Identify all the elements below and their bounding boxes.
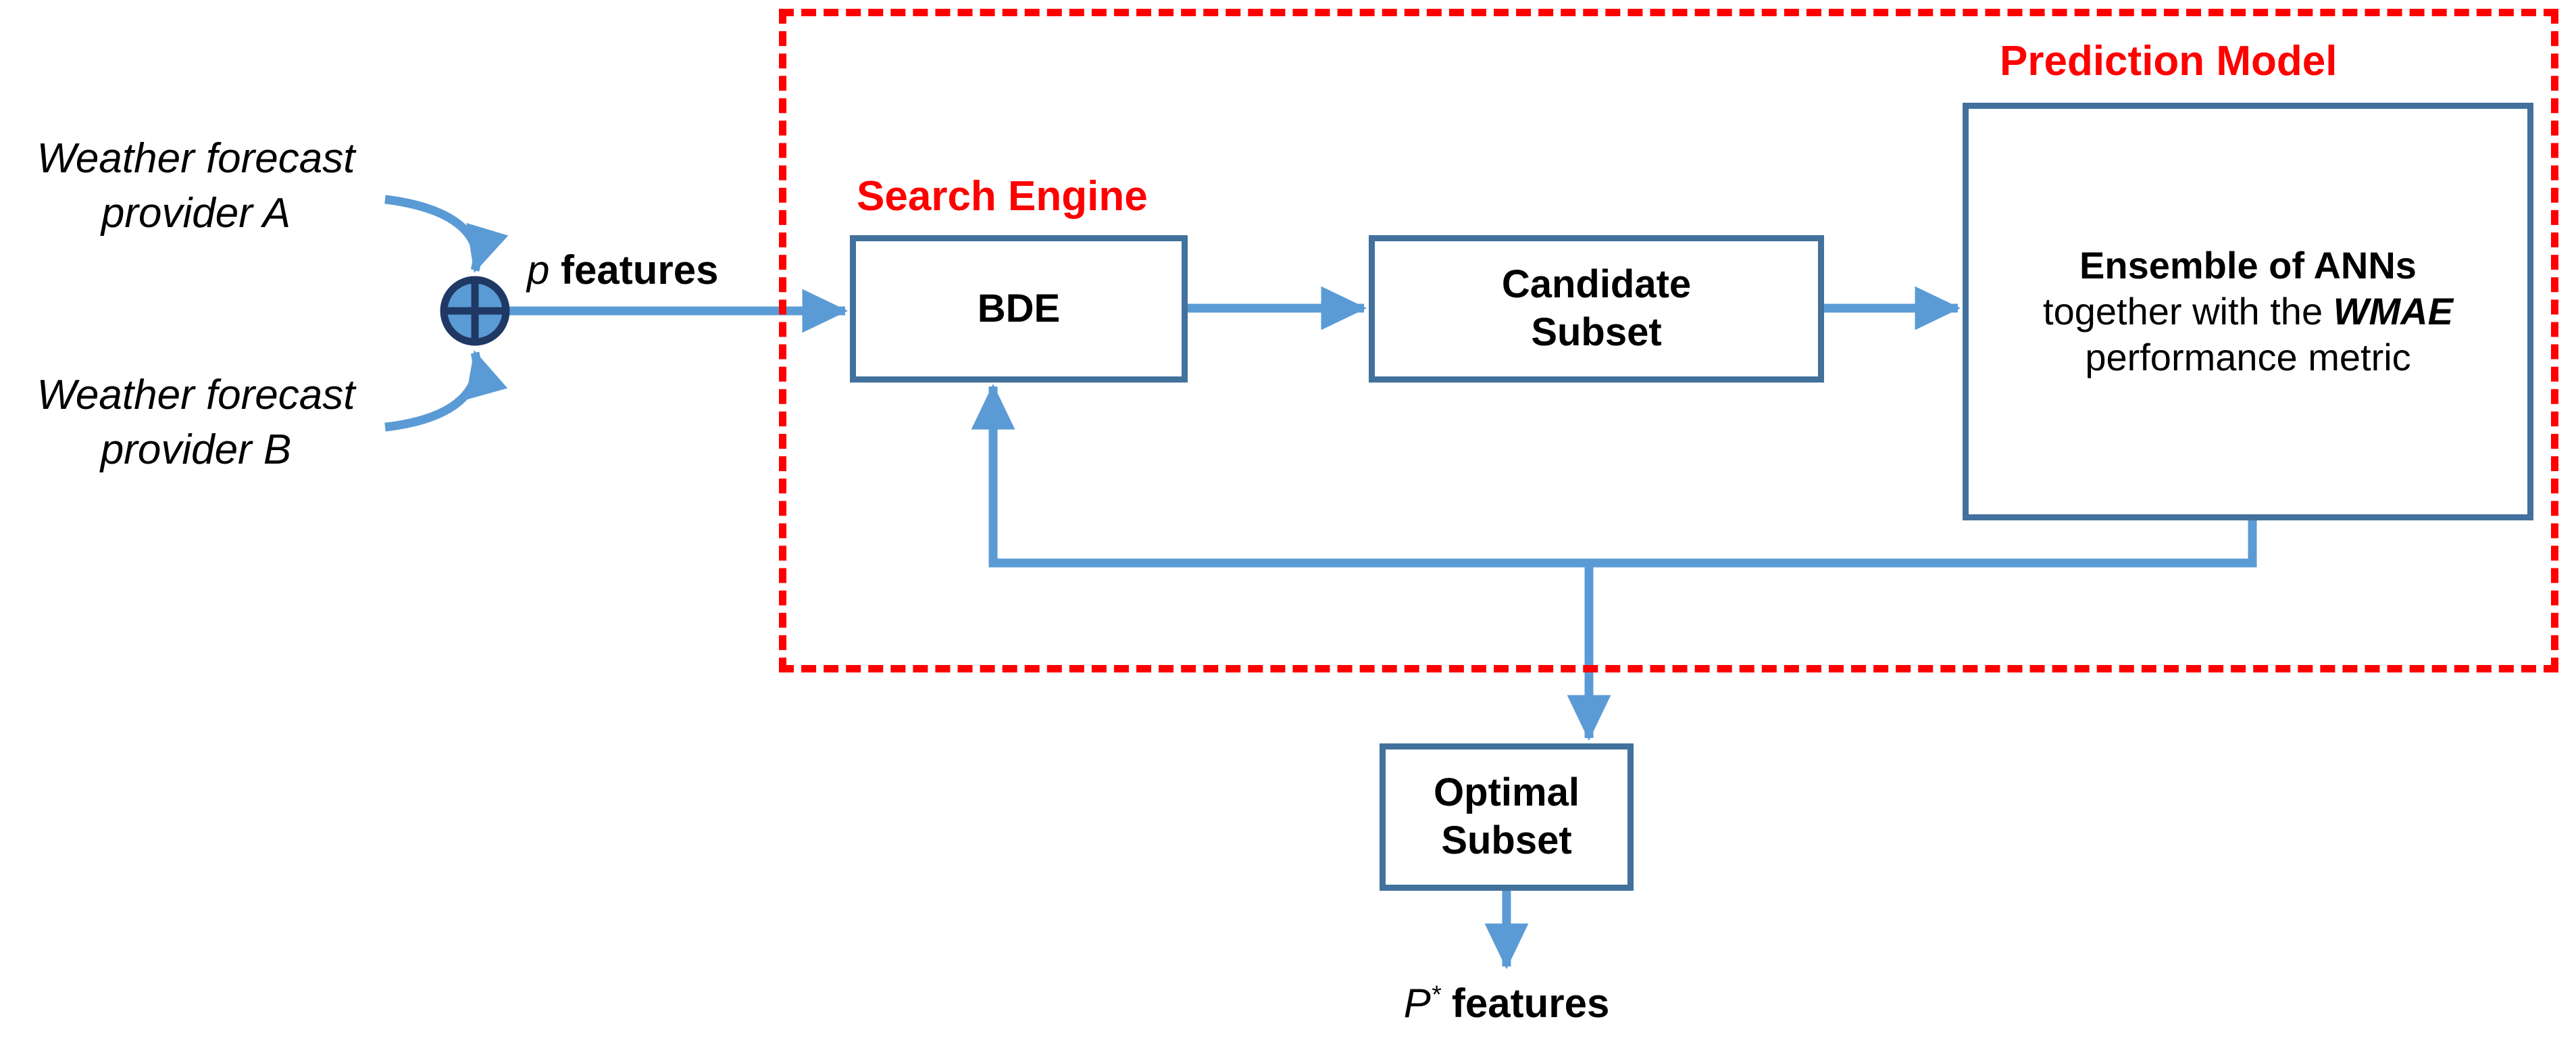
- edge-label-pstar-word: features: [1451, 981, 1610, 1026]
- edge-label-p-features: p features: [527, 247, 718, 293]
- source-label-provider-a-line1: Weather forecast: [36, 135, 355, 182]
- summation-junction-icon: [440, 276, 510, 346]
- wrapper-region-outline: [779, 9, 2558, 672]
- edge-label-pstar-symbol: P: [1403, 981, 1431, 1026]
- edge-label-pstar-superscript: *: [1430, 980, 1441, 1008]
- arrow-provider-a-to-sum: [384, 195, 509, 273]
- node-prediction-model-metric: WMAE: [2333, 289, 2453, 333]
- node-prediction-model[interactable]: Ensemble of ANNs together with the WMAE …: [1963, 103, 2533, 520]
- node-bde-label: BDE: [977, 286, 1061, 330]
- edge-label-pstar-features: P* features: [1380, 980, 1634, 1027]
- node-candidate-subset-line1: Candidate: [1501, 262, 1692, 307]
- node-prediction-model-line2-plain: together with the: [2043, 289, 2333, 333]
- node-optimal-subset-label: Optimal Subset: [1434, 770, 1580, 862]
- node-prediction-model-line1: Ensemble of ANNs: [2079, 243, 2417, 287]
- section-title-prediction-model: Prediction Model: [2000, 38, 2338, 84]
- node-prediction-model-label: Ensemble of ANNs together with the WMAE …: [2034, 243, 2463, 381]
- arrow-provider-b-to-sum: [384, 350, 508, 432]
- node-prediction-model-line3: performance metric: [2085, 336, 2411, 379]
- node-bde[interactable]: BDE: [850, 235, 1188, 383]
- section-title-search-engine: Search Engine: [857, 173, 1148, 220]
- source-label-provider-b-line2: provider B: [100, 426, 292, 473]
- edge-label-p-word: features: [561, 247, 719, 293]
- source-label-provider-b-line1: Weather forecast: [36, 372, 355, 418]
- node-optimal-subset[interactable]: Optimal Subset: [1380, 743, 1634, 891]
- source-label-provider-a: Weather forecast provider A: [7, 132, 385, 241]
- edge-label-p-symbol: p: [527, 247, 550, 293]
- node-candidate-subset[interactable]: Candidate Subset: [1369, 235, 1824, 383]
- source-label-provider-a-line2: provider A: [101, 189, 291, 237]
- node-candidate-subset-label: Candidate Subset: [1502, 261, 1691, 357]
- node-prediction-model-line2: together with the WMAE: [2043, 289, 2453, 335]
- source-label-provider-b: Weather forecast provider B: [7, 368, 385, 477]
- node-candidate-subset-line2: Subset: [1531, 310, 1662, 354]
